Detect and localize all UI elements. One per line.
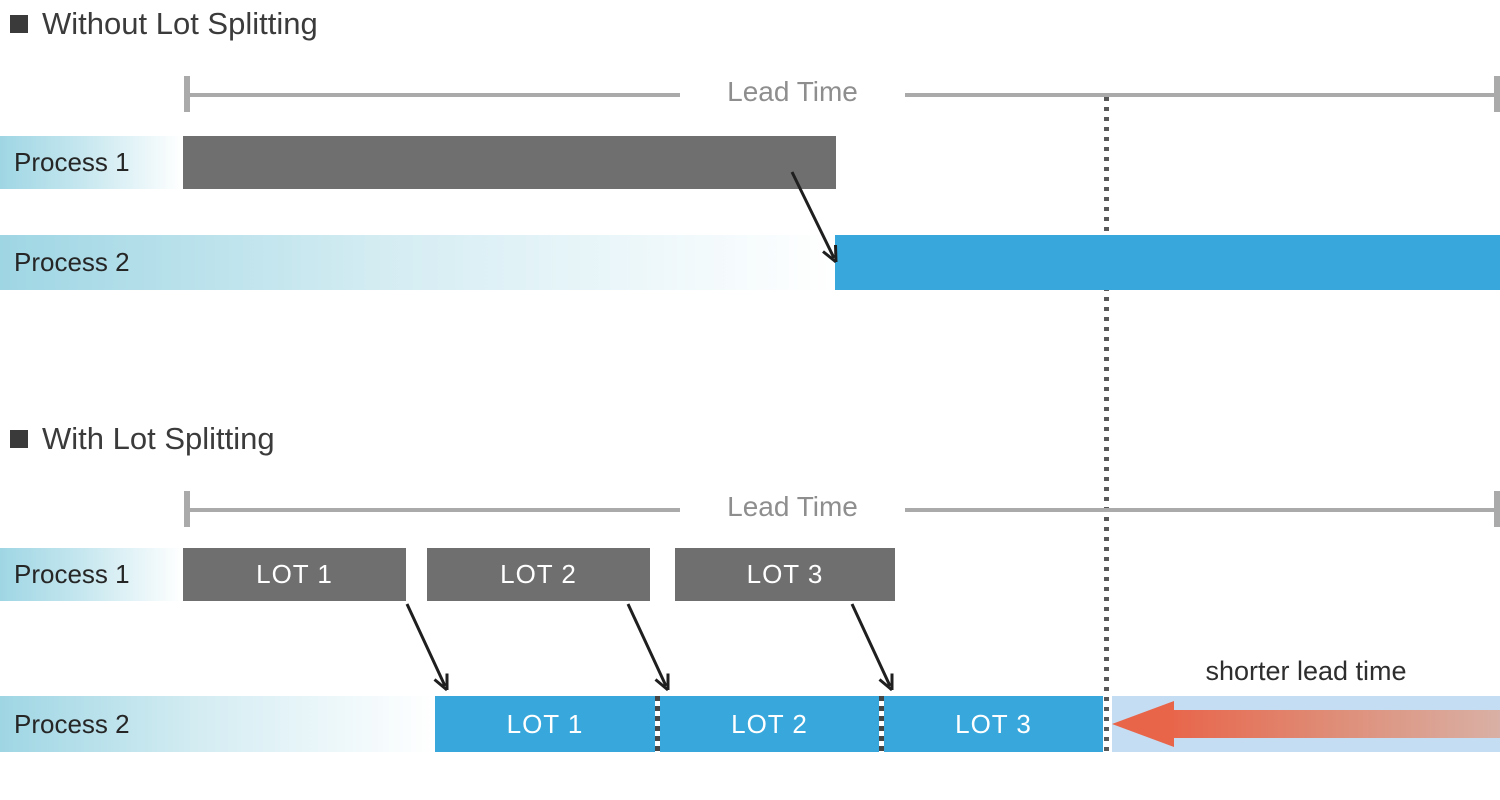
transfer-arrow-without xyxy=(790,171,838,264)
process2-idle-gradient xyxy=(0,696,435,752)
process2-lot1-segment: LOT 1 xyxy=(506,708,584,739)
shorter-lead-time-arrow-head-icon xyxy=(1112,701,1174,747)
shorter-lead-time-label: shorter lead time xyxy=(1205,656,1407,686)
process2-lot-bar: LOT 1 LOT 2 LOT 3 xyxy=(435,696,1103,752)
lead-time-line-left xyxy=(188,508,680,512)
process1-lot2-block: LOT 2 xyxy=(427,548,650,601)
process1-lot1-block: LOT 1 xyxy=(183,548,406,601)
lead-time-right-tick xyxy=(1494,76,1500,112)
lead-time-label: Lead Time xyxy=(727,76,858,107)
process2-lot2-segment: LOT 2 xyxy=(731,708,808,739)
square-bullet-icon xyxy=(10,15,28,33)
lot-separator-dotted xyxy=(655,696,660,752)
vertical-dotted-divider xyxy=(1104,97,1109,757)
square-bullet-icon xyxy=(10,430,28,448)
section-title-without: Without Lot Splitting xyxy=(10,6,318,42)
lead-time-label: Lead Time xyxy=(727,491,858,522)
transfer-arrow-lot1 xyxy=(405,603,449,692)
process2-label: Process 2 xyxy=(0,235,183,290)
process1-bar xyxy=(183,136,836,189)
process1-label: Process 1 xyxy=(0,136,183,189)
process2-lot3-segment: LOT 3 xyxy=(955,708,1032,739)
lead-time-left-tick xyxy=(184,76,190,112)
process2-label: Process 2 xyxy=(0,696,183,752)
transfer-arrow-lot2 xyxy=(626,603,670,692)
lead-time-line-right xyxy=(905,93,1496,97)
process2-label-text: Process 2 xyxy=(14,247,130,277)
process1-label-text: Process 1 xyxy=(14,559,130,589)
lead-time-line-left xyxy=(188,93,680,97)
section-title-text: Without Lot Splitting xyxy=(42,6,318,41)
section-title-text: With Lot Splitting xyxy=(42,421,275,456)
process2-label-text: Process 2 xyxy=(14,708,130,739)
transfer-arrow-lot3 xyxy=(850,603,894,692)
process1-label-text: Process 1 xyxy=(14,147,130,177)
process1-lot3-block: LOT 3 xyxy=(675,548,895,601)
lead-time-line-right xyxy=(905,508,1496,512)
process2-idle-gradient xyxy=(0,235,835,290)
process2-bar xyxy=(835,235,1500,290)
lead-time-right-tick xyxy=(1494,491,1500,527)
section-title-with: With Lot Splitting xyxy=(10,421,275,457)
process1-label: Process 1 xyxy=(0,548,183,601)
lead-time-left-tick xyxy=(184,491,190,527)
shorter-lead-time-arrow-shaft xyxy=(1168,710,1500,738)
lot-separator-dotted xyxy=(879,696,884,752)
